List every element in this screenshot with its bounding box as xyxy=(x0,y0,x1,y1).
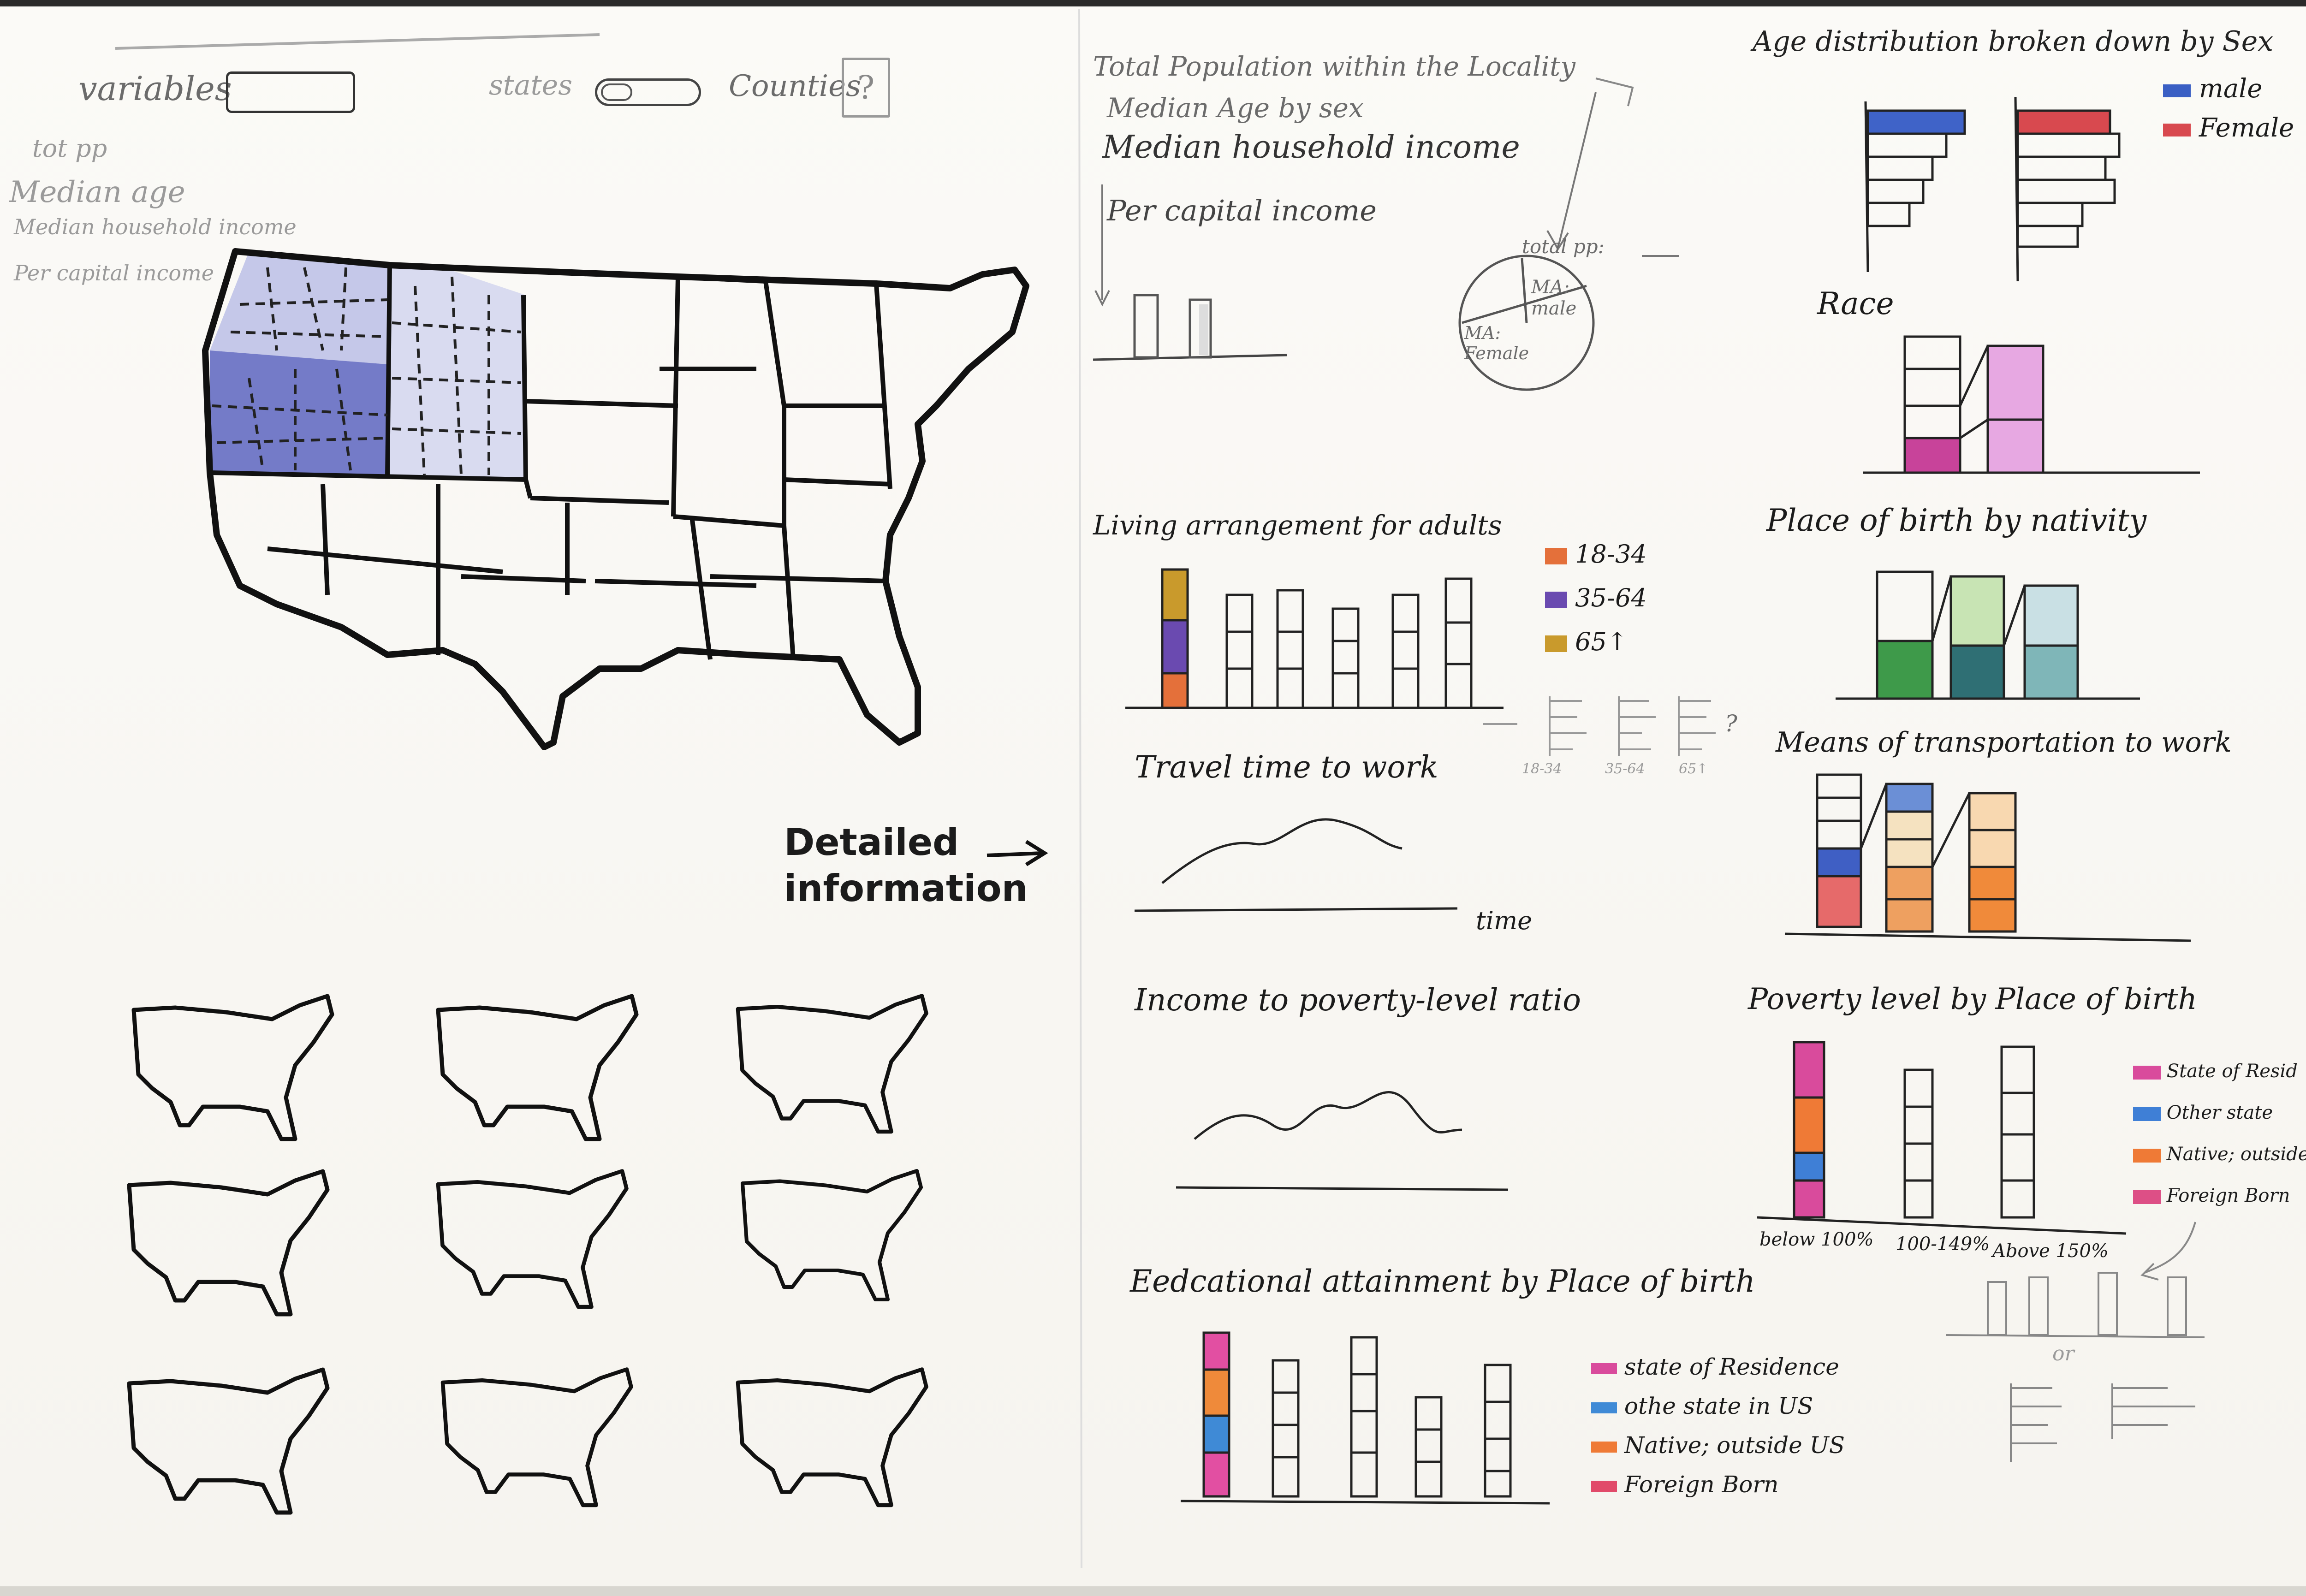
poverty-legend-native: Native; outside xyxy=(2133,1144,2306,1165)
variables-label: variables xyxy=(78,69,232,108)
photo-edge xyxy=(0,0,2306,6)
var-per-capital-income: Per capital income xyxy=(14,261,214,285)
states-counties-toggle[interactable] xyxy=(595,78,701,106)
var-median-household-income: Median household income xyxy=(14,214,297,239)
legend-swatch-edu-native xyxy=(1591,1442,1617,1453)
states-label: states xyxy=(489,69,573,101)
income-poverty-title: Income to poverty-level ratio xyxy=(1135,982,1581,1018)
legend-swatch-edu-foreign xyxy=(1591,1481,1617,1492)
pie-male-label: MA: male xyxy=(1531,277,1577,319)
poverty-legend-other: Other state xyxy=(2133,1102,2273,1123)
legend-swatch-male xyxy=(2163,84,2191,97)
legend-other-state-label: Other state xyxy=(2166,1102,2273,1123)
legend-edu-native-label: Native; outside US xyxy=(1624,1432,1845,1459)
legend-swatch-foreign-born xyxy=(2133,1190,2161,1204)
poverty-cat-100-149: 100-149% xyxy=(1896,1234,1990,1255)
legend-edu-state-label: state of Residence xyxy=(1624,1353,1839,1380)
poverty-legend-state: State of Resid xyxy=(2133,1061,2298,1082)
counties-label: Counties xyxy=(729,69,861,103)
var-median-age: Median age xyxy=(9,175,185,209)
poverty-birth-title: Poverty level by Place of birth xyxy=(1748,982,2197,1016)
edu-legend-native: Native; outside US xyxy=(1591,1432,1845,1459)
race-title: Race xyxy=(1817,286,1894,321)
poverty-or-label: or xyxy=(2052,1342,2074,1365)
pie-total-label: total pp: xyxy=(1522,235,1605,258)
legend-swatch-other-state xyxy=(2133,1107,2161,1121)
mini-label-18-34: 18-34 xyxy=(1522,761,1562,777)
edu-legend-state: state of Residence xyxy=(1591,1353,1839,1380)
age-sex-legend-female: Female xyxy=(2163,113,2294,143)
poverty-cat-below-100: below 100% xyxy=(1759,1229,1874,1250)
variables-dropdown[interactable] xyxy=(226,71,355,113)
mini-label-35-64: 35-64 xyxy=(1605,761,1645,777)
detailed-info-line1: Detailed xyxy=(784,821,959,864)
help-button[interactable]: ? xyxy=(842,58,890,118)
legend-female-label: Female xyxy=(2199,113,2294,143)
place-birth-title: Place of birth by nativity xyxy=(1766,503,2147,538)
summary-median-household-income: Median household income xyxy=(1102,129,1520,166)
legend-swatch-35-64 xyxy=(1545,592,1567,608)
legend-swatch-state-resid xyxy=(2133,1066,2161,1080)
age-sex-title: Age distribution broken down by Sex xyxy=(1753,25,2274,58)
living-legend-65: 65↑ xyxy=(1545,627,1628,656)
mini-question: ? xyxy=(1725,710,1737,737)
legend-swatch-native-outside xyxy=(2133,1149,2161,1163)
legend-swatch-female xyxy=(2163,123,2191,136)
pie-female-label: MA: Female xyxy=(1464,323,1529,363)
legend-state-resid-label: State of Resid xyxy=(2166,1061,2298,1082)
living-legend-18-34: 18-34 xyxy=(1545,540,1647,569)
education-title: Eedcational attainment by Place of birth xyxy=(1130,1264,1755,1299)
travel-xlabel: time xyxy=(1476,906,1533,935)
poverty-legend-foreign: Foreign Born xyxy=(2133,1185,2290,1206)
edu-legend-foreign: Foreign Born xyxy=(1591,1471,1779,1498)
legend-foreign-born-label: Foreign Born xyxy=(2166,1185,2290,1206)
var-total-pp: tot pp xyxy=(32,134,107,163)
legend-male-label: male xyxy=(2199,74,2263,104)
travel-title: Travel time to work xyxy=(1135,749,1438,785)
summary-total-population: Total Population within the Locality xyxy=(1093,51,1576,82)
transport-title: Means of transportation to work xyxy=(1776,726,2232,759)
summary-median-age: Median Age by sex xyxy=(1107,92,1364,124)
detailed-info-line2: information xyxy=(784,867,1028,910)
mini-label-65: 65↑ xyxy=(1679,761,1708,777)
age-sex-legend-male: male xyxy=(2163,74,2262,104)
legend-swatch-18-34 xyxy=(1545,548,1567,564)
poverty-cat-above-150: Above 150% xyxy=(1992,1240,2109,1262)
legend-35-64-label: 35-64 xyxy=(1575,583,1647,612)
summary-per-capital-income: Per capital income xyxy=(1107,194,1377,227)
legend-swatch-edu-other xyxy=(1591,1402,1617,1413)
legend-18-34-label: 18-34 xyxy=(1575,540,1647,569)
edu-legend-other: othe state in US xyxy=(1591,1393,1813,1419)
legend-edu-other-label: othe state in US xyxy=(1624,1393,1813,1419)
legend-edu-foreign-label: Foreign Born xyxy=(1624,1471,1779,1498)
legend-swatch-edu-state xyxy=(1591,1363,1617,1374)
legend-native-outside-label: Native; outside xyxy=(2166,1144,2306,1165)
legend-swatch-65 xyxy=(1545,635,1567,652)
legend-65-label: 65↑ xyxy=(1575,627,1628,656)
living-legend-35-64: 35-64 xyxy=(1545,583,1647,612)
living-title: Living arrangement for adults xyxy=(1093,510,1502,541)
photo-bottom-edge xyxy=(0,1586,2306,1596)
